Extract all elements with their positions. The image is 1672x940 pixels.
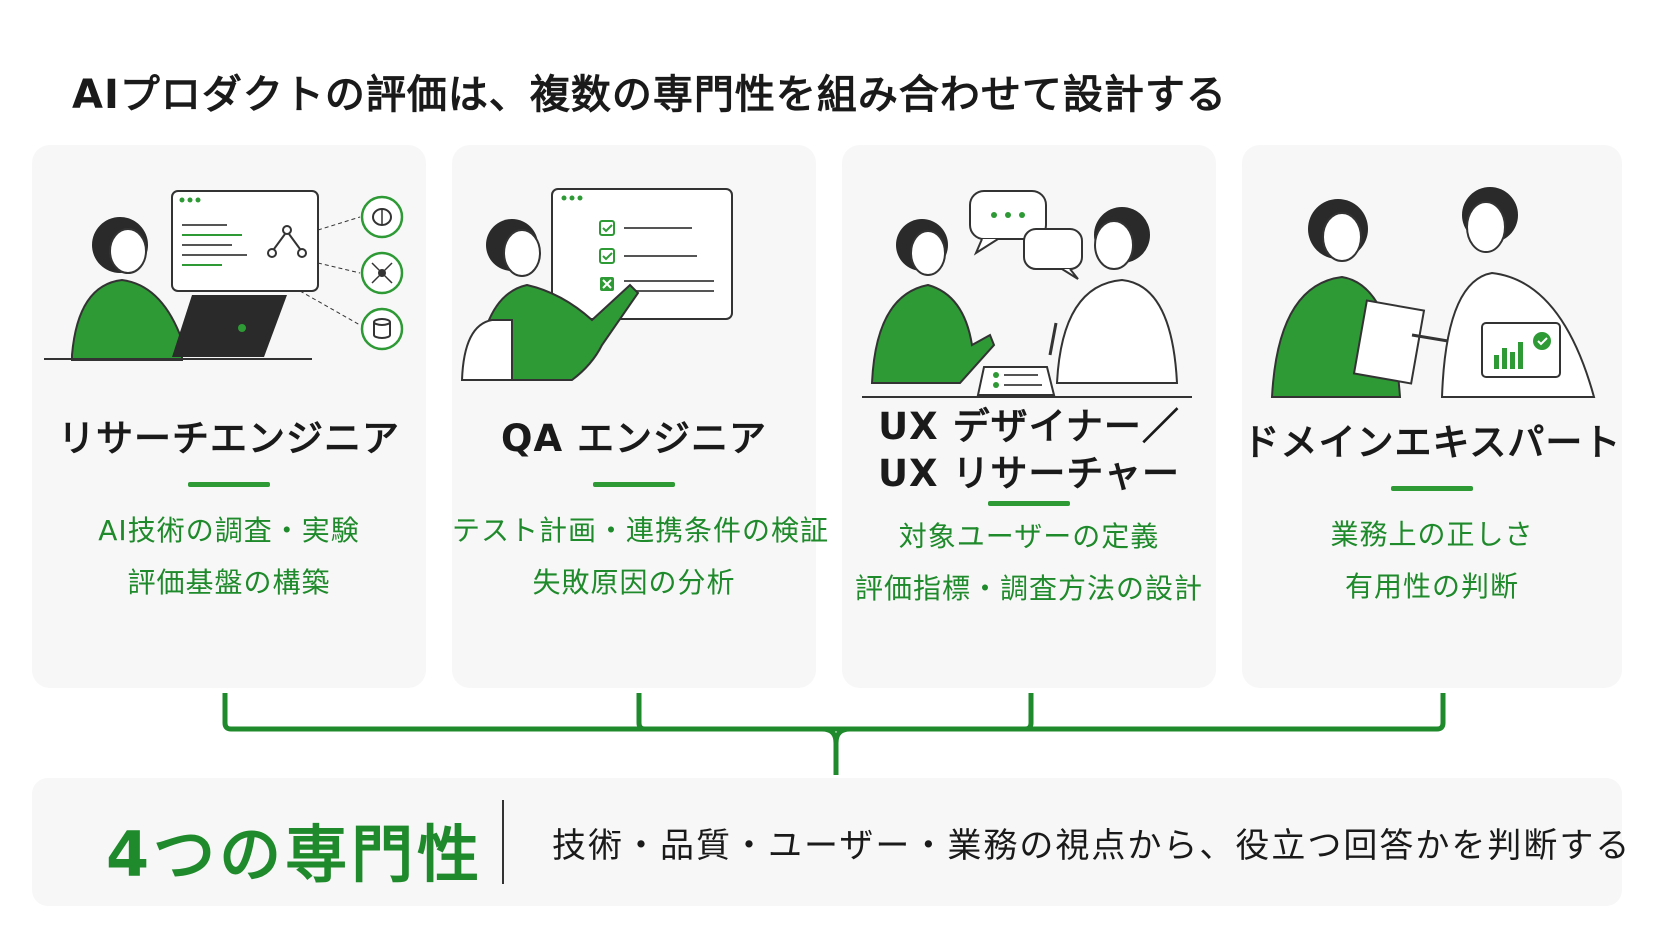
card-domain-expert: ドメインエキスパート 業務上の正しさ 有用性の判断 <box>1242 145 1622 688</box>
page-title: AIプロダクトの評価は、複数の専門性を組み合わせて設計する <box>72 72 1227 118</box>
role-title: ドメインエキスパート <box>1242 421 1622 464</box>
accent-bar <box>988 501 1070 506</box>
card-qa-engineer: QA エンジニア テスト計画・連携条件の検証 失敗原因の分析 <box>452 145 830 688</box>
role-description: 対象ユーザーの定義 評価指標・調査方法の設計 <box>854 520 1203 605</box>
brain-icon <box>360 195 404 239</box>
ux-designer-illustration <box>862 190 1192 398</box>
bracket-connector <box>222 693 1446 775</box>
role-description: 業務上の正しさ 有用性の判断 <box>1330 518 1534 603</box>
tablet-chart-icon <box>1481 322 1561 378</box>
accent-bar <box>1391 486 1473 491</box>
card-research-engineer: リサーチエンジニア AI技術の調査・実験 評価基盤の構築 <box>32 145 426 688</box>
divider <box>502 800 504 884</box>
database-icon <box>360 307 404 351</box>
accent-bar <box>593 482 675 487</box>
role-title: リサーチエンジニア <box>58 417 400 460</box>
domain-expert-illustration <box>1270 187 1596 398</box>
role-title: UX デザイナー／ UX リサーチャー <box>877 405 1181 495</box>
accent-bar <box>188 482 270 487</box>
research-engineer-illustration <box>44 190 404 361</box>
role-description: AI技術の調査・実験 評価基盤の構築 <box>98 514 360 599</box>
summary-text: 技術・品質・ユーザー・業務の視点から、役立つ回答かを判断する <box>552 826 1632 866</box>
document-icon <box>1352 299 1426 385</box>
qa-engineer-illustration <box>460 188 733 381</box>
speech-bubble-icon <box>1023 228 1083 280</box>
speech-bubble-icon <box>969 190 1047 256</box>
summary-title: 4つの専門性 <box>106 818 484 891</box>
role-description: テスト計画・連携条件の検証 失敗原因の分析 <box>452 514 830 599</box>
role-title: QA エンジニア <box>501 417 767 460</box>
network-icon <box>360 251 404 295</box>
summary-panel: 4つの専門性 技術・品質・ユーザー・業務の視点から、役立つ回答かを判断する <box>32 778 1629 906</box>
card-ux-designer: UX デザイナー／ UX リサーチャー 対象ユーザーの定義 評価指標・調査方法の… <box>842 145 1216 688</box>
checkbox-icon <box>599 248 615 264</box>
checkbox-icon <box>599 220 615 236</box>
